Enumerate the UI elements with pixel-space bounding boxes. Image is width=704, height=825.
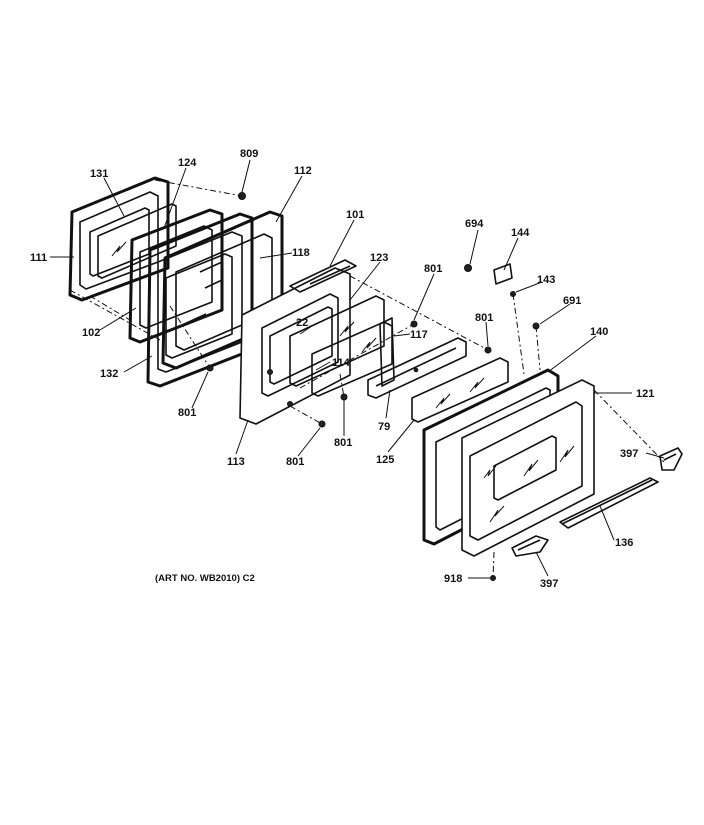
- label-397-b: 397: [540, 578, 558, 590]
- label-144: 144: [511, 227, 530, 239]
- part-101-vent-channel: [289, 259, 357, 293]
- part-123-glass-panel: [289, 295, 385, 387]
- label-132: 132: [100, 368, 118, 380]
- label-918: 918: [444, 573, 462, 585]
- label-113: 113: [227, 456, 245, 468]
- label-131: 131: [90, 168, 108, 180]
- part-113-inner-door-panel: [239, 267, 351, 425]
- label-102: 102: [82, 327, 100, 339]
- label-801-b: 801: [475, 312, 493, 324]
- part-397-handle-end-cap-lower: [511, 535, 549, 557]
- label-801-e: 801: [286, 456, 304, 468]
- label-101: 101: [346, 209, 364, 221]
- part-number-labels: 131 124 809 112 101 111 118 123 801 694 …: [30, 148, 654, 590]
- part-136-door-handle: [559, 477, 659, 529]
- label-121: 121: [636, 388, 654, 400]
- part-124-glass-panel: [97, 203, 177, 279]
- label-124: 124: [178, 157, 197, 169]
- label-801-c: 801: [178, 407, 196, 419]
- part-102-inner-frame: [128, 208, 224, 344]
- label-397-a: 397: [620, 448, 638, 460]
- part-117-bracket: [379, 317, 395, 387]
- label-143: 143: [537, 274, 555, 286]
- label-111: 111: [30, 252, 47, 264]
- label-136: 136: [615, 537, 633, 549]
- label-118: 118: [292, 247, 310, 259]
- label-112: 112: [294, 165, 312, 177]
- label-79: 79: [378, 421, 390, 433]
- label-125: 125: [376, 454, 394, 466]
- part-125-glass-panel: [411, 357, 509, 423]
- label-140: 140: [590, 326, 608, 338]
- part-131-door-liner: [68, 176, 170, 302]
- label-leader-lines: [50, 159, 665, 579]
- part-79-vent-strip: [367, 337, 467, 399]
- label-22: 22: [296, 317, 308, 329]
- part-397-handle-end-cap-upper: [659, 447, 683, 471]
- label-809: 809: [240, 148, 258, 160]
- art-number-caption: (ART NO. WB2010) C2: [155, 573, 255, 584]
- label-123: 123: [370, 252, 388, 264]
- label-801-a: 801: [424, 263, 442, 275]
- label-117: 117: [410, 329, 428, 341]
- label-114: 114: [332, 357, 351, 369]
- part-121-outer-door-panel: [461, 379, 595, 557]
- label-801-d: 801: [334, 437, 352, 449]
- label-694: 694: [465, 218, 484, 230]
- label-691: 691: [563, 295, 581, 307]
